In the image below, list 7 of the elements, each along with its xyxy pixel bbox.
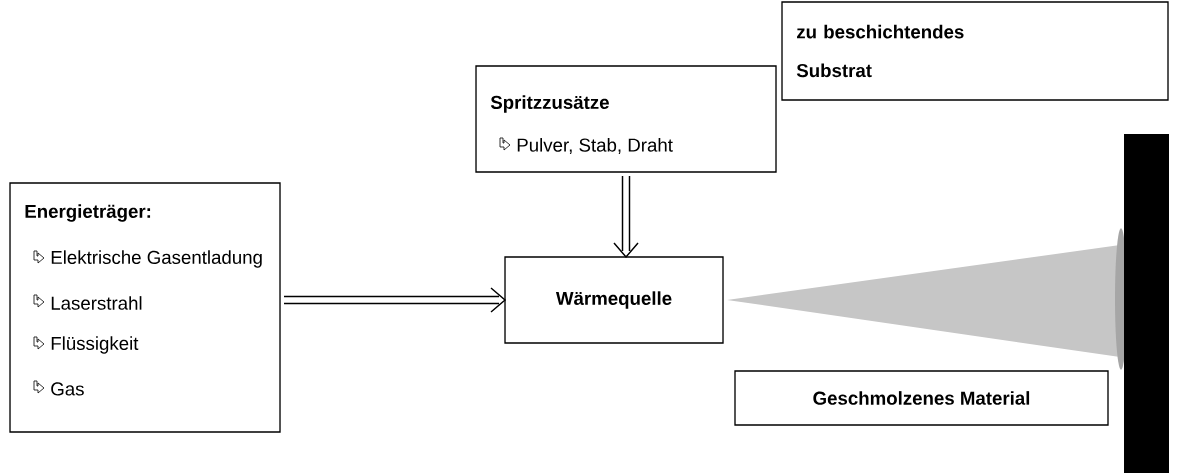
- text-box: Energieträger: Elektrische Gasentladung Laserstrahl Flüssigkeit Gas: [9, 182, 281, 433]
- text-box: Spritzzusätze Pulver, Stab, Draht: [475, 65, 777, 173]
- double-arrow: [613, 175, 639, 259]
- text-box: zu beschichtendes Substrat: [781, 1, 1169, 101]
- text-box: Wärmequelle: [504, 256, 724, 344]
- double-arrow: [283, 287, 507, 313]
- text-box: Geschmolzenes Material: [734, 370, 1109, 426]
